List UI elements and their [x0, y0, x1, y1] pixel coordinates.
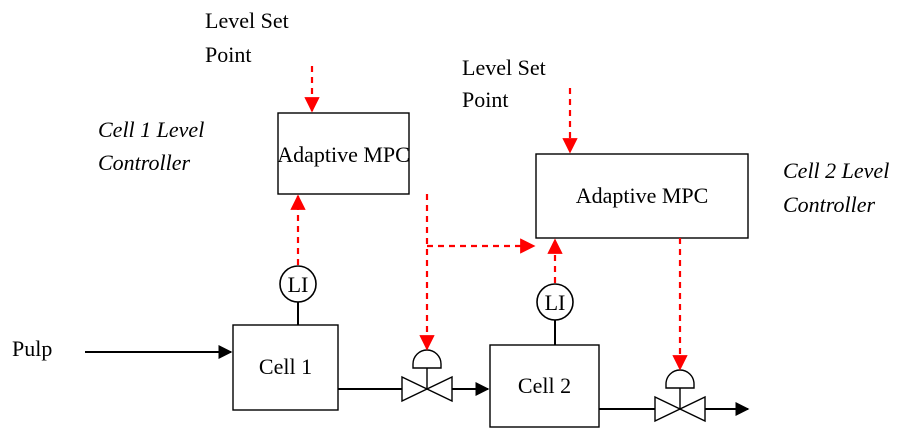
mpc2-box: [535, 153, 749, 239]
cell1-box: [232, 324, 339, 411]
li1-circle: [279, 265, 317, 303]
setpoint1-label-line2: Point: [205, 42, 251, 67]
cell2-box: [489, 344, 600, 428]
li1-label: LI: [288, 272, 309, 297]
feed-label: Pulp: [12, 336, 52, 361]
setpoint2-label-line2: Point: [462, 87, 508, 112]
li2-circle: [536, 283, 574, 321]
mpc1-label: Adaptive MPC: [277, 142, 410, 167]
setpoint2-label-line1: Level Set: [462, 55, 546, 80]
cell2-label: Cell 2: [518, 373, 571, 398]
mpc2-label: Adaptive MPC: [576, 183, 709, 208]
controller2-label-line2: Controller: [783, 192, 876, 217]
valve2-icon: [654, 369, 706, 423]
li2-label: LI: [545, 290, 566, 315]
controller1-label-line1: Cell 1 Level: [98, 117, 204, 142]
setpoint1-label-line1: Level Set: [205, 8, 289, 33]
controller2-label-line1: Cell 2 Level: [783, 158, 889, 183]
mpc1-box: [277, 112, 410, 195]
valve1-icon: [401, 349, 453, 403]
controller1-label-line2: Controller: [98, 150, 191, 175]
cell1-label: Cell 1: [259, 354, 312, 379]
